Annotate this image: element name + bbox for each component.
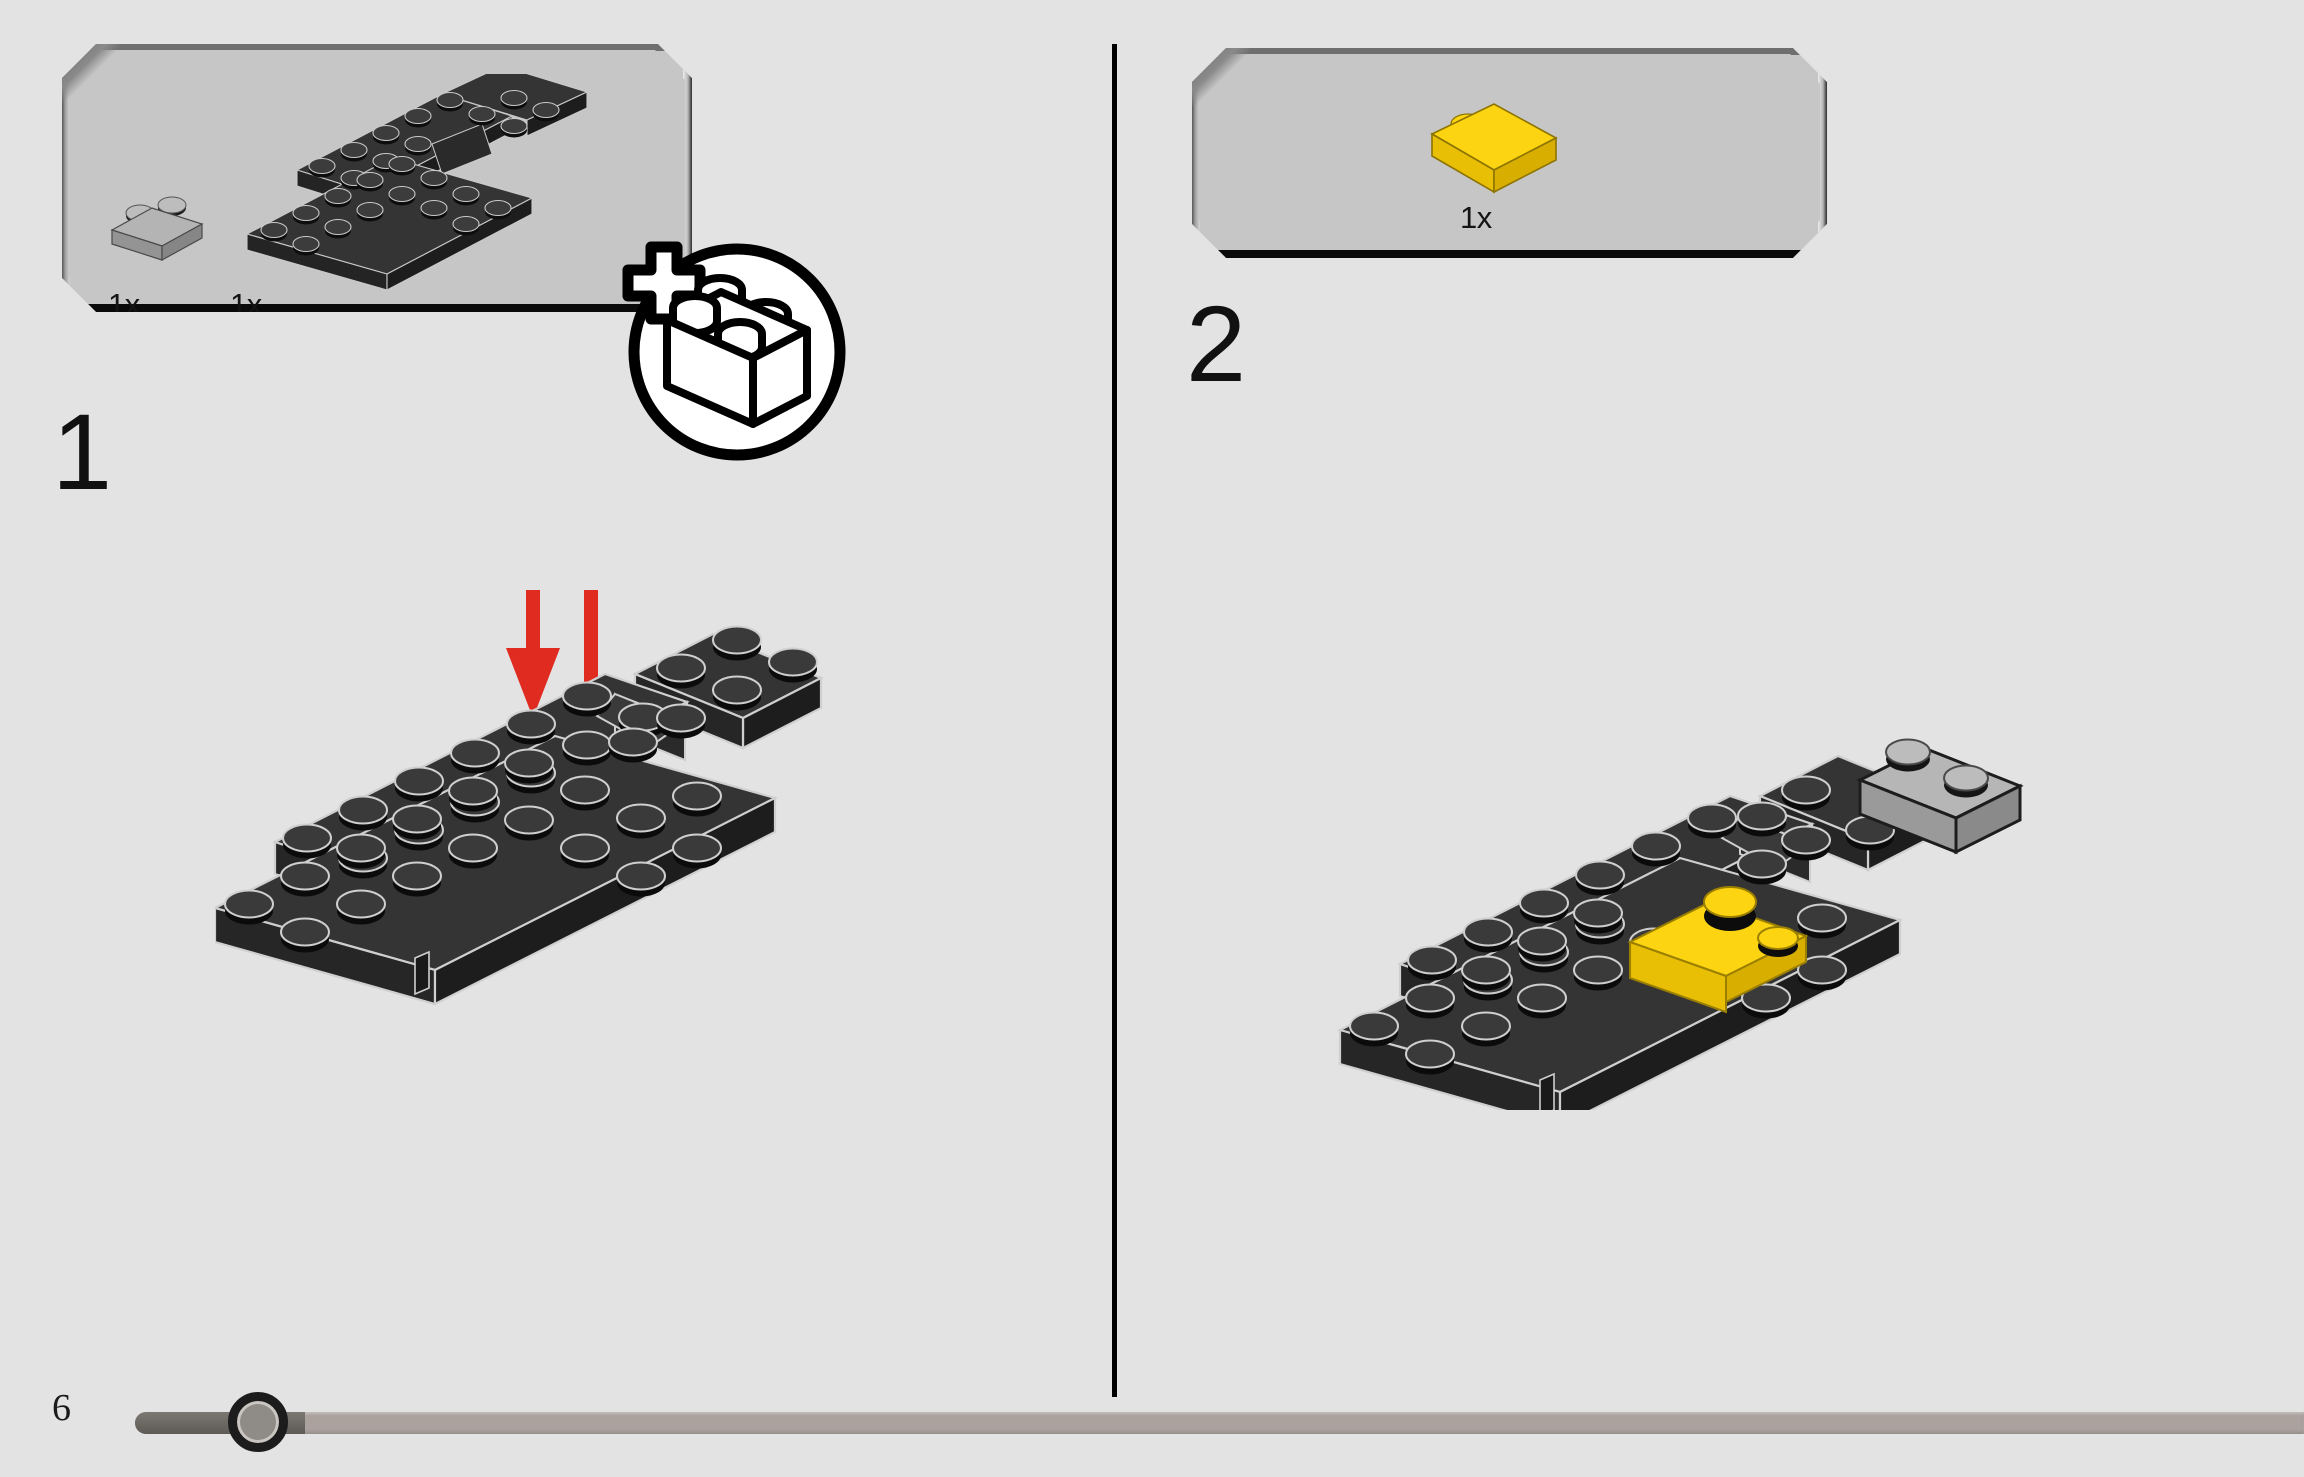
page-number: 6 bbox=[52, 1387, 71, 1429]
attached-plate-1x2-gray bbox=[1856, 738, 2024, 855]
step-number-2: 2 bbox=[1186, 283, 1247, 404]
part-count-chassis-plate-black: 1x bbox=[230, 287, 262, 322]
part-count-plate-1x2-gray: 1x bbox=[108, 287, 140, 322]
base-chassis-plate-black bbox=[1336, 754, 1949, 1110]
add-brick-badge bbox=[611, 228, 849, 466]
step-number-1: 1 bbox=[52, 391, 113, 512]
progress-bar-track[interactable] bbox=[135, 1412, 2304, 1434]
progress-bar-knob[interactable] bbox=[228, 1392, 288, 1452]
part-count-plate-2x2-yellow: 1x bbox=[1460, 200, 1492, 235]
step-2-assembly bbox=[1336, 738, 2024, 1110]
attached-plate-2x2-yellow bbox=[1627, 886, 1809, 1014]
base-chassis-plate-black bbox=[215, 625, 824, 1006]
part-plate-1x2-gray bbox=[102, 194, 212, 274]
part-plate-2x2-yellow bbox=[1420, 88, 1580, 208]
arrow-red-left bbox=[506, 590, 560, 718]
part-chassis-plate-black bbox=[192, 74, 612, 294]
column-divider bbox=[1112, 44, 1117, 1397]
step-1-assembly bbox=[215, 590, 824, 1006]
step-2-parts-callout: 1x bbox=[1192, 48, 1827, 258]
step-1-parts-callout: 1x bbox=[62, 44, 692, 312]
